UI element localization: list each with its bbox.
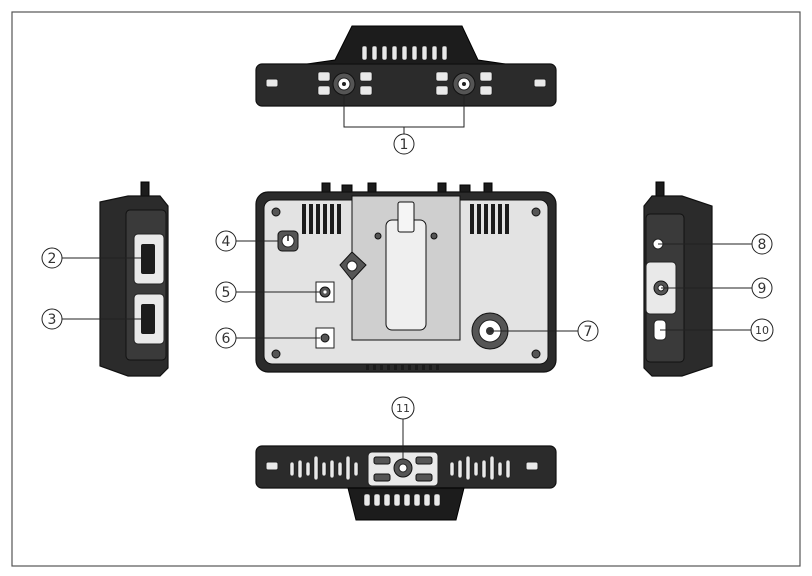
hdmi-port-1 (133, 233, 165, 285)
callout-4: 4 (215, 230, 237, 252)
sdi-connector-right (452, 72, 476, 96)
callout-10: 10 (750, 318, 774, 342)
callout-11-label: 11 (396, 402, 410, 415)
callout-1-label: 1 (400, 137, 409, 153)
callout-8: 8 (751, 233, 773, 255)
right-side-view (643, 181, 752, 377)
top-view (255, 25, 557, 134)
top-slot-right (533, 78, 547, 88)
back-view (236, 182, 578, 373)
callout-5-label: 5 (222, 285, 231, 301)
dc-input-port (315, 281, 335, 303)
bottom-slot-right (525, 461, 539, 471)
top-ribs (317, 71, 493, 96)
bottom-mount-block (367, 451, 439, 487)
callout-4-label: 4 (222, 234, 231, 250)
callout-11: 11 (391, 396, 415, 420)
callout-3-label: 3 (48, 312, 57, 328)
callout-10-label: 10 (755, 324, 769, 337)
back-bottom-vents (366, 364, 439, 370)
callout-2-label: 2 (48, 251, 57, 267)
callout-7: 7 (577, 320, 599, 342)
bottom-ribs-right (449, 455, 511, 481)
back-vent-left (302, 204, 341, 234)
callout-3: 3 (41, 308, 63, 330)
callout-5: 5 (215, 281, 237, 303)
callout-9-label: 9 (758, 281, 767, 297)
bottom-slot-left (265, 461, 279, 471)
callout-7-label: 7 (584, 324, 593, 340)
sdi-connector-left (332, 72, 356, 96)
callout-6: 6 (215, 327, 237, 349)
back-top-tabs (321, 182, 493, 198)
plate-screw-1 (374, 232, 382, 240)
top-slot-left (265, 78, 279, 88)
back-screws (271, 207, 541, 359)
top-vent-slots (361, 45, 448, 61)
hdmi-port-2 (133, 293, 165, 345)
callout-8-label: 8 (758, 237, 767, 253)
top-body (255, 63, 557, 107)
battery-slot (385, 219, 427, 331)
bottom-view (255, 418, 557, 521)
callout-2: 2 (41, 247, 63, 269)
battery-latch (397, 201, 415, 233)
callout-9: 9 (751, 277, 773, 299)
power-button (277, 230, 299, 252)
mount-hole-inner (346, 260, 358, 272)
callout-6-label: 6 (222, 331, 231, 347)
left-side-view (62, 181, 169, 377)
plate-screw-2 (430, 232, 438, 240)
callout-1: 1 (393, 133, 415, 155)
bottom-vent-slots (363, 493, 441, 507)
back-vent-right (470, 204, 509, 234)
diagram-frame (11, 11, 801, 567)
bottom-ribs-left (289, 455, 359, 481)
